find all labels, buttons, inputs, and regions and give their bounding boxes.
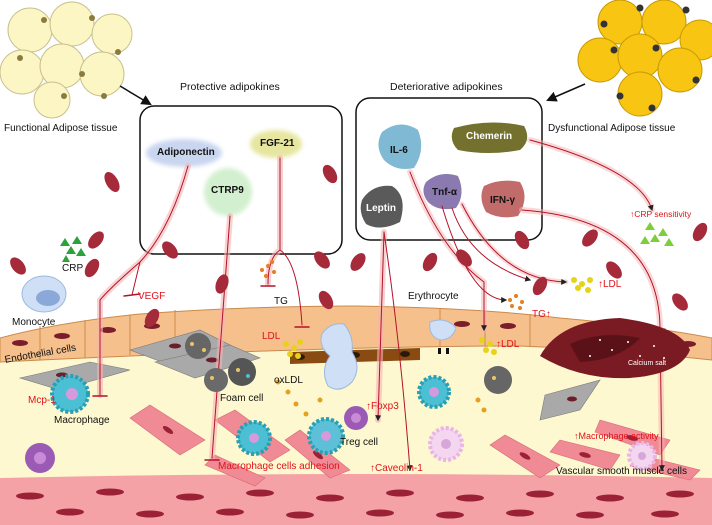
- ldl-left-label: LDL: [262, 331, 281, 342]
- crp-triangles: [60, 236, 86, 262]
- crp-triangles-right: [640, 222, 674, 246]
- tg-right-text: TG: [532, 309, 546, 320]
- macrophage-adhesion-label: Macrophage cells adhesion: [218, 461, 340, 472]
- ifng-label: IFN-γ: [490, 195, 515, 206]
- oxldl-label: oxLDL: [274, 375, 303, 386]
- chemerin-shape: [451, 122, 528, 153]
- leptin-shape: [360, 185, 403, 228]
- vsmc-label: Vascular smooth muscle cells: [556, 466, 687, 477]
- mcp1-label: Mcp-1: [28, 395, 56, 406]
- foxp3-text: Foxp3: [371, 401, 399, 412]
- foam-cells: [185, 333, 512, 394]
- il6-shape: [378, 124, 422, 169]
- adiponectin-label: Adiponectin: [157, 147, 215, 158]
- tg-right-label: TG↑: [532, 309, 551, 320]
- adiponectin-shape: [146, 139, 222, 167]
- dysfunctional-adipose-label: Dysfunctional Adipose tissue: [548, 123, 676, 134]
- caveolin-label: ↑Caveolin-1: [370, 463, 423, 474]
- tnfa-shape: [423, 174, 462, 210]
- foxp3-label: ↑Foxp3: [366, 401, 399, 412]
- vegf-label: VEGF: [138, 291, 166, 302]
- treg-cell: [344, 406, 368, 430]
- dysfunctional-adipose-cluster: [577, 0, 712, 117]
- protective-adipokines-heading: Protective adipokines: [180, 81, 280, 93]
- foam-cell-label: Foam cell: [220, 393, 264, 404]
- crp-label: CRP: [62, 263, 84, 274]
- il6-label: IL-6: [390, 145, 408, 156]
- treg-cell-label: Treg cell: [340, 437, 378, 448]
- ctrp9-label: CTRP9: [211, 185, 244, 196]
- transmigrating-monocyte: [320, 319, 457, 390]
- lipid-particles: [260, 260, 593, 417]
- plaque: [540, 318, 690, 379]
- ldl-upper-text: LDL: [603, 279, 622, 290]
- erythrocytes: [10, 164, 708, 328]
- fgf21-shape: [250, 130, 302, 158]
- calcium-salt-label: Calcium salt: [628, 360, 667, 367]
- caveolin-text: Caveolin-1: [375, 463, 423, 474]
- ldl-lower-text: LDL: [501, 339, 520, 350]
- functional-arrow: [119, 85, 152, 106]
- crp-sensitivity-label: ↑CRP sensitivity: [630, 209, 692, 219]
- leptin-label: Leptin: [366, 203, 396, 214]
- ldl-upper-label: ↑LDL: [598, 279, 622, 290]
- ldl-lower-label: ↑LDL: [496, 339, 520, 350]
- monocyte: [21, 275, 67, 313]
- monocyte-label: Monocyte: [12, 317, 56, 328]
- deteriorative-adipokines-heading: Deteriorative adipokines: [390, 81, 503, 93]
- chemerin-label: Chemerin: [466, 131, 513, 142]
- smooth-muscle-nuclei: [16, 488, 694, 519]
- macrophage-label: Macrophage: [54, 415, 110, 426]
- smooth-muscle-layer: [0, 474, 712, 525]
- macrophages: [25, 374, 657, 473]
- macrophage-activity-label: ↑Macrophage activity: [574, 431, 659, 441]
- signal-lines: [92, 137, 665, 473]
- tnfa-label: Tnf-α: [432, 187, 458, 198]
- crp-sensitivity-text: CRP sensitivity: [634, 209, 692, 219]
- dysfunctional-arrow: [546, 83, 586, 102]
- ifng-shape: [481, 180, 525, 218]
- functional-adipose-cluster: [0, 1, 133, 119]
- fgf21-label: FGF-21: [260, 138, 295, 149]
- macrophage-activity-text: Macrophage activity: [578, 431, 659, 441]
- erythrocyte-label: Erythrocyte: [408, 291, 459, 302]
- tg-left-label: TG: [274, 296, 288, 307]
- ctrp9-shape: [204, 168, 252, 216]
- functional-adipose-label: Functional Adipose tissue: [4, 123, 118, 134]
